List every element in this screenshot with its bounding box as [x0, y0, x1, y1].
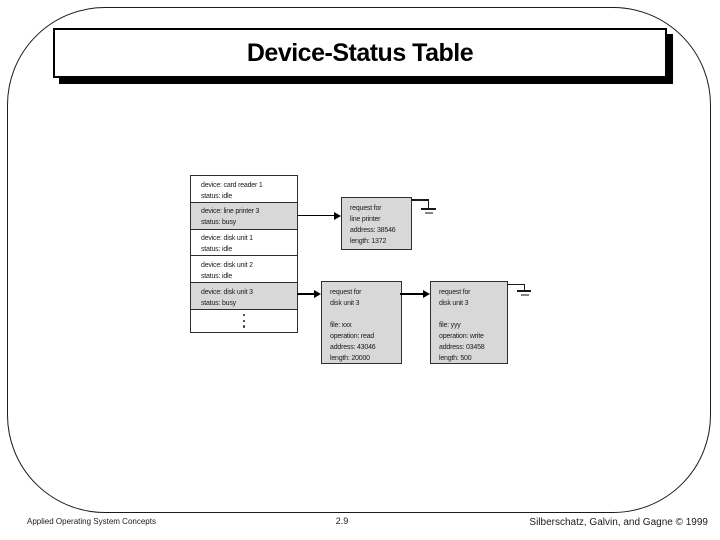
status-label: status: busy: [201, 219, 236, 227]
request-line: disk unit 3: [439, 299, 469, 307]
slide-border: [7, 7, 711, 513]
request-box-disk-unit-3-second: request for disk unit 3 file: yyy operat…: [430, 281, 508, 364]
request-line: address: 43046: [330, 343, 376, 351]
request-line: disk unit 3: [330, 299, 360, 307]
table-row: device: disk unit 2 status: idle: [191, 256, 297, 283]
status-label: status: idle: [201, 246, 233, 253]
request-line: request for: [330, 288, 362, 296]
request-box-disk-unit-3-first: request for disk unit 3 file: xxx operat…: [321, 281, 402, 364]
vertical-ellipsis-icon: [243, 312, 245, 329]
request-line: length: 1372: [350, 238, 387, 245]
table-row: device: card reader 1 status: idle: [191, 176, 297, 203]
request-line: address: 38546: [350, 227, 396, 234]
status-label: status: idle: [201, 192, 233, 200]
arrow-table-to-disk-request-icon: [297, 290, 321, 298]
status-label: status: busy: [201, 299, 236, 307]
request-line: request for: [439, 288, 471, 296]
table-row: device: disk unit 1 status: idle: [191, 229, 297, 257]
device-label: device: disk unit 3: [201, 288, 253, 296]
request-line: line printer: [350, 216, 381, 223]
request-line: operation: write: [439, 332, 484, 340]
device-label: device: card reader 1: [201, 181, 263, 189]
request-line: file: yyy: [439, 321, 461, 329]
request-box-line-printer: request for line printer address: 38546 …: [341, 197, 412, 250]
null-terminator-ground-icon: [411, 199, 437, 215]
request-line: length: 500: [439, 354, 472, 362]
arrow-table-to-line-printer-request-icon: [297, 211, 341, 220]
device-label: device: disk unit 1: [201, 235, 253, 242]
title-box: Device-Status Table: [53, 28, 667, 78]
table-row-ellipsis: [191, 309, 297, 332]
footer-course-title: Applied Operating System Concepts: [27, 517, 156, 526]
arrow-disk-request-to-next-icon: [400, 290, 430, 298]
null-terminator-ground-icon: [507, 283, 533, 300]
table-row: device: line printer 3 status: busy: [191, 202, 297, 230]
request-line: request for: [350, 205, 382, 212]
page-title: Device-Status Table: [246, 38, 474, 67]
slide-number: 2.9: [335, 516, 349, 526]
footer-attribution: Silberschatz, Galvin, and Gagne © 1999: [529, 517, 708, 528]
table-row: device: disk unit 3 status: busy: [191, 283, 297, 310]
device-status-table: device: card reader 1 status: idle devic…: [190, 175, 298, 333]
device-label: device: disk unit 2: [201, 261, 253, 269]
request-line: file: xxx: [330, 321, 352, 329]
request-line: [439, 309, 507, 320]
request-line: address: 03458: [439, 343, 485, 351]
request-line: operation: read: [330, 332, 375, 340]
request-line: length: 20000: [330, 354, 370, 362]
device-label: device: line printer 3: [201, 208, 260, 216]
status-label: status: idle: [201, 272, 233, 280]
request-line: [330, 309, 401, 320]
